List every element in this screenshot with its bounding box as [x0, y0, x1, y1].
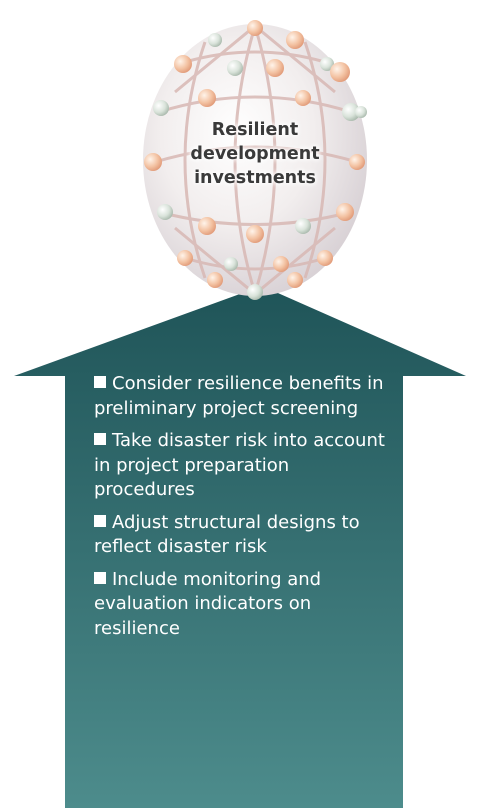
list-item-text: Include monitoring and evaluation indica…	[94, 568, 322, 639]
square-bullet-icon	[94, 433, 106, 445]
list-item: Adjust structural designs to reflect dis…	[94, 511, 394, 560]
sphere-label-line-1: Resilient	[211, 120, 299, 140]
sphere-label-line-3: investments	[194, 168, 316, 188]
sphere-label: Resilient development investments	[170, 118, 340, 190]
list-item: Include monitoring and evaluation indica…	[94, 568, 394, 642]
square-bullet-icon	[94, 376, 106, 388]
list-item-text: Take disaster risk into account in proje…	[94, 430, 385, 500]
action-list: Consider resilience benefits in prelimin…	[94, 372, 394, 649]
list-item-text: Adjust structural designs to reflect dis…	[94, 511, 360, 558]
molecular-sphere-icon	[143, 20, 367, 300]
list-item: Take disaster risk into account in proje…	[94, 429, 394, 503]
square-bullet-icon	[94, 571, 106, 584]
square-bullet-icon	[94, 514, 106, 527]
list-item: Consider resilience benefits in prelimin…	[94, 372, 394, 421]
sphere-label-line-2: development	[190, 144, 320, 164]
list-item-text: Consider resilience benefits in prelimin…	[94, 373, 384, 419]
